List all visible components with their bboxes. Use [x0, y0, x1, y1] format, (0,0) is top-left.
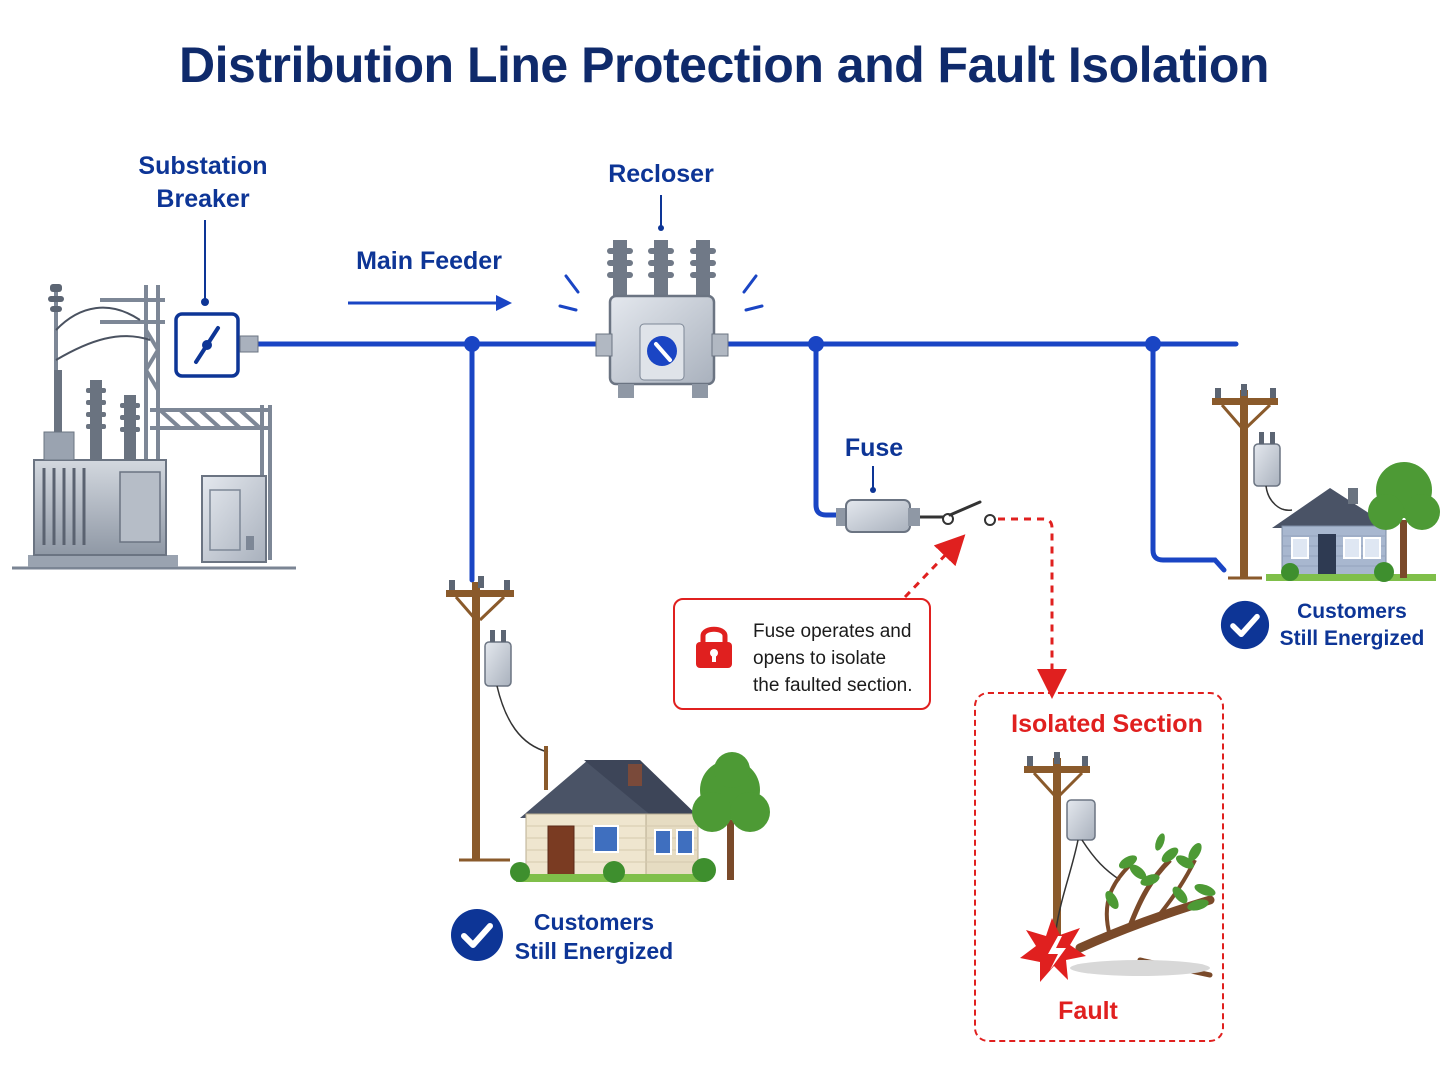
lock-icon [696, 626, 732, 668]
left-pole-illustration [446, 576, 549, 862]
breaker-switch-icon [174, 220, 259, 378]
junction-node-1 [464, 336, 480, 352]
substation-breaker-label: Substation Breaker [138, 152, 268, 213]
fault-spark-icon [1020, 918, 1086, 982]
fuse-operation-callout: Fuse operates and opens to isolate the f… [673, 598, 931, 710]
status-left-text: Customers Still Energized [514, 909, 674, 964]
status-right: Customers Still Energized [1220, 600, 1440, 656]
substation-illustration [12, 284, 296, 570]
callout-link-arrow [903, 534, 966, 599]
feeder-lines [252, 341, 1239, 583]
right-house-illustration [1266, 462, 1440, 582]
fault-pole-illustration [1024, 752, 1121, 948]
fuse-cutout-icon [836, 466, 996, 533]
isolation-link-arrow [998, 517, 1067, 699]
junction-node-2 [808, 336, 824, 352]
junction-node-3 [1145, 336, 1161, 352]
lateral-right [1150, 341, 1227, 573]
callout-text: Fuse operates and opens to isolate the f… [753, 621, 913, 696]
lateral-fuse [813, 341, 845, 518]
fault-label: Fault [1058, 997, 1118, 1025]
fuse-label: Fuse [844, 434, 904, 462]
isolated-section-label: Isolated Section [1011, 710, 1203, 738]
fault-links [903, 517, 1067, 699]
page-title: Distribution Line Protection and Fault I… [179, 37, 1269, 93]
right-pole-illustration [1212, 384, 1293, 580]
fallen-tree-illustration [1070, 833, 1216, 978]
main-feeder-arrow-icon [348, 295, 512, 311]
status-left: Customers Still Energized [450, 908, 690, 968]
recloser-label: Recloser [608, 160, 714, 188]
left-house-illustration [510, 752, 770, 883]
recloser-device-icon [558, 195, 764, 398]
check-circle-icon [1220, 600, 1270, 650]
status-right-text: Customers Still Energized [1279, 600, 1425, 650]
isolated-section-box [974, 692, 1224, 1042]
main-feeder-label: Main Feeder [356, 247, 502, 275]
check-circle-icon [451, 909, 503, 961]
